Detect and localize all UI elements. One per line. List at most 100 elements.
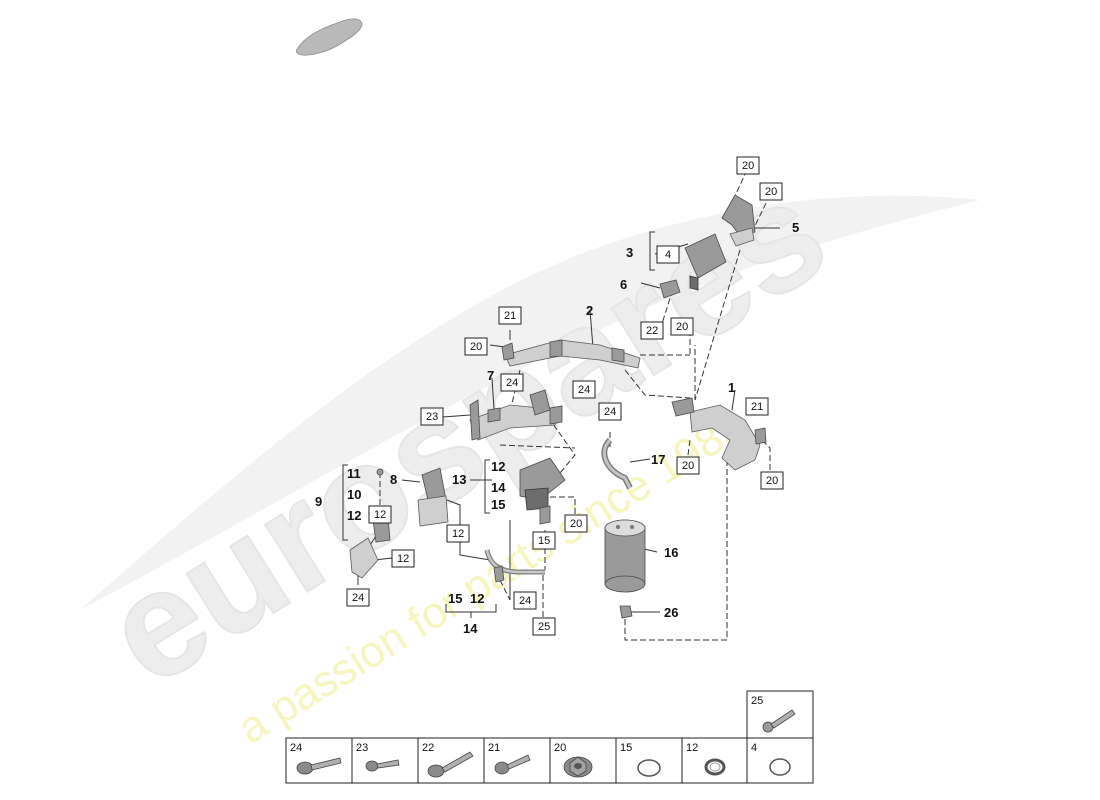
svg-text:25: 25 [751, 695, 763, 707]
boxed-label-20-left: 20 [464, 337, 488, 356]
watermark: eurospares a passion for parts since 198… [77, 145, 980, 753]
level-sensor-assembly [349, 468, 391, 579]
o-ring-4-icon [769, 758, 791, 776]
o-ring-15-icon [637, 759, 661, 777]
boxed-label-24-c: 24 [598, 402, 622, 421]
callout-26: 26 [664, 605, 678, 620]
boxed-label-12-b: 12 [446, 524, 470, 543]
boxed-labels: 20 20 4 22 20 21 20 24 24 23 24 21 20 20… [346, 156, 784, 636]
callout-2: 2 [586, 303, 593, 318]
svg-text:22: 22 [646, 325, 658, 337]
svg-text:20: 20 [765, 186, 777, 198]
callout-17: 17 [651, 452, 665, 467]
callout-13: 13 [452, 472, 466, 487]
boxed-label-20-mid: 20 [670, 317, 694, 336]
small-bracket [659, 279, 681, 299]
hardware-cell-label-12: 12 [686, 742, 698, 754]
callout-10: 10 [347, 487, 361, 502]
air-line-14 [484, 549, 545, 583]
hardware-cell-label-22: 22 [422, 742, 434, 754]
hardware-row: 24 23 22 21 20 15 12 4 [285, 737, 814, 784]
bolt-22-icon [427, 751, 474, 778]
callout-12-bottom: 12 [470, 591, 484, 606]
callout-6: 6 [620, 277, 627, 292]
long-support-bracket [501, 339, 641, 369]
svg-text:24: 24 [578, 384, 590, 396]
o-ring-12-icon [704, 758, 726, 776]
main-bracket [671, 397, 767, 471]
hardware-cell-label-21: 21 [488, 742, 500, 754]
boxed-label-15: 15 [532, 531, 556, 550]
nut-26 [619, 605, 633, 619]
callout-7: 7 [487, 368, 494, 383]
svg-text:20: 20 [766, 475, 778, 487]
solenoid-valve [417, 467, 449, 527]
callout-12-left: 12 [347, 508, 361, 523]
bolt-25-icon [762, 709, 796, 733]
bolt-23-icon [365, 759, 400, 772]
boxed-label-21-left: 21 [498, 306, 522, 325]
callout-14-center: 14 [491, 480, 506, 495]
hardware-cell-label-15: 15 [620, 742, 632, 754]
hardware-cell-label-24: 24 [290, 742, 302, 754]
bolt-21-icon [494, 754, 531, 775]
car-silhouette-icon [295, 18, 363, 56]
boxed-label-20-top: 20 [736, 156, 760, 175]
svg-text:12: 12 [374, 509, 386, 521]
boxed-label-12-a: 12 [368, 505, 392, 524]
svg-text:25: 25 [538, 621, 550, 633]
callout-1: 1 [728, 380, 735, 395]
callout-11: 11 [347, 466, 361, 481]
boxed-label-24-e: 24 [513, 591, 537, 610]
svg-text:4: 4 [665, 249, 671, 261]
hardware-cell-25: 25 [746, 690, 814, 739]
watermark-swoosh [80, 195, 980, 610]
boxed-label-20-low: 20 [564, 514, 588, 533]
flange-nut-20-icon [563, 756, 593, 778]
hardware-cell-label-4: 4 [751, 742, 757, 754]
boxed-label-20-right1: 20 [676, 456, 700, 475]
callout-3: 3 [626, 245, 633, 260]
svg-text:21: 21 [504, 310, 516, 322]
svg-text:15: 15 [538, 535, 550, 547]
hardware-cell-label-23: 23 [356, 742, 368, 754]
valve-block-13 [519, 457, 566, 525]
callout-8: 8 [390, 472, 397, 487]
svg-text:21: 21 [751, 401, 763, 413]
boxed-label-24-d: 24 [346, 588, 370, 607]
callout-15-bottom: 15 [448, 591, 462, 606]
svg-text:20: 20 [742, 160, 754, 172]
callout-14-bottom: 14 [463, 621, 478, 636]
boxed-label-25: 25 [532, 617, 556, 636]
callout-9: 9 [315, 494, 322, 509]
svg-text:20: 20 [682, 460, 694, 472]
svg-text:20: 20 [676, 321, 688, 333]
control-unit [684, 233, 727, 291]
boxed-label-4: 4 [656, 245, 680, 264]
svg-text:12: 12 [397, 553, 409, 565]
svg-text:23: 23 [426, 411, 438, 423]
svg-text:24: 24 [506, 377, 518, 389]
callout-12-center: 12 [491, 459, 505, 474]
boxed-label-24-b: 24 [572, 380, 596, 399]
svg-text:24: 24 [604, 406, 616, 418]
svg-text:20: 20 [470, 341, 482, 353]
parts [349, 194, 767, 619]
callout-16: 16 [664, 545, 678, 560]
boxed-label-20-right2: 20 [760, 471, 784, 490]
svg-text:12: 12 [452, 528, 464, 540]
boxed-label-23: 23 [420, 407, 444, 426]
boxed-label-20-top-right: 20 [759, 182, 783, 201]
valve-bracket [469, 389, 563, 441]
boxed-label-21-right: 21 [745, 397, 769, 416]
hardware-cell-label-20: 20 [554, 742, 566, 754]
svg-text:20: 20 [570, 518, 582, 530]
callout-5: 5 [792, 220, 799, 235]
upper-mounting-bracket [721, 194, 756, 247]
pressure-reservoir [604, 519, 646, 593]
callout-labels: 1 2 3 5 6 7 8 9 10 11 12 12 12 13 14 14 … [315, 220, 799, 636]
svg-text:24: 24 [519, 595, 531, 607]
hardware-table: 25 24 23 22 21 20 15 12 4 [285, 690, 814, 784]
boxed-label-24-a: 24 [500, 373, 524, 392]
